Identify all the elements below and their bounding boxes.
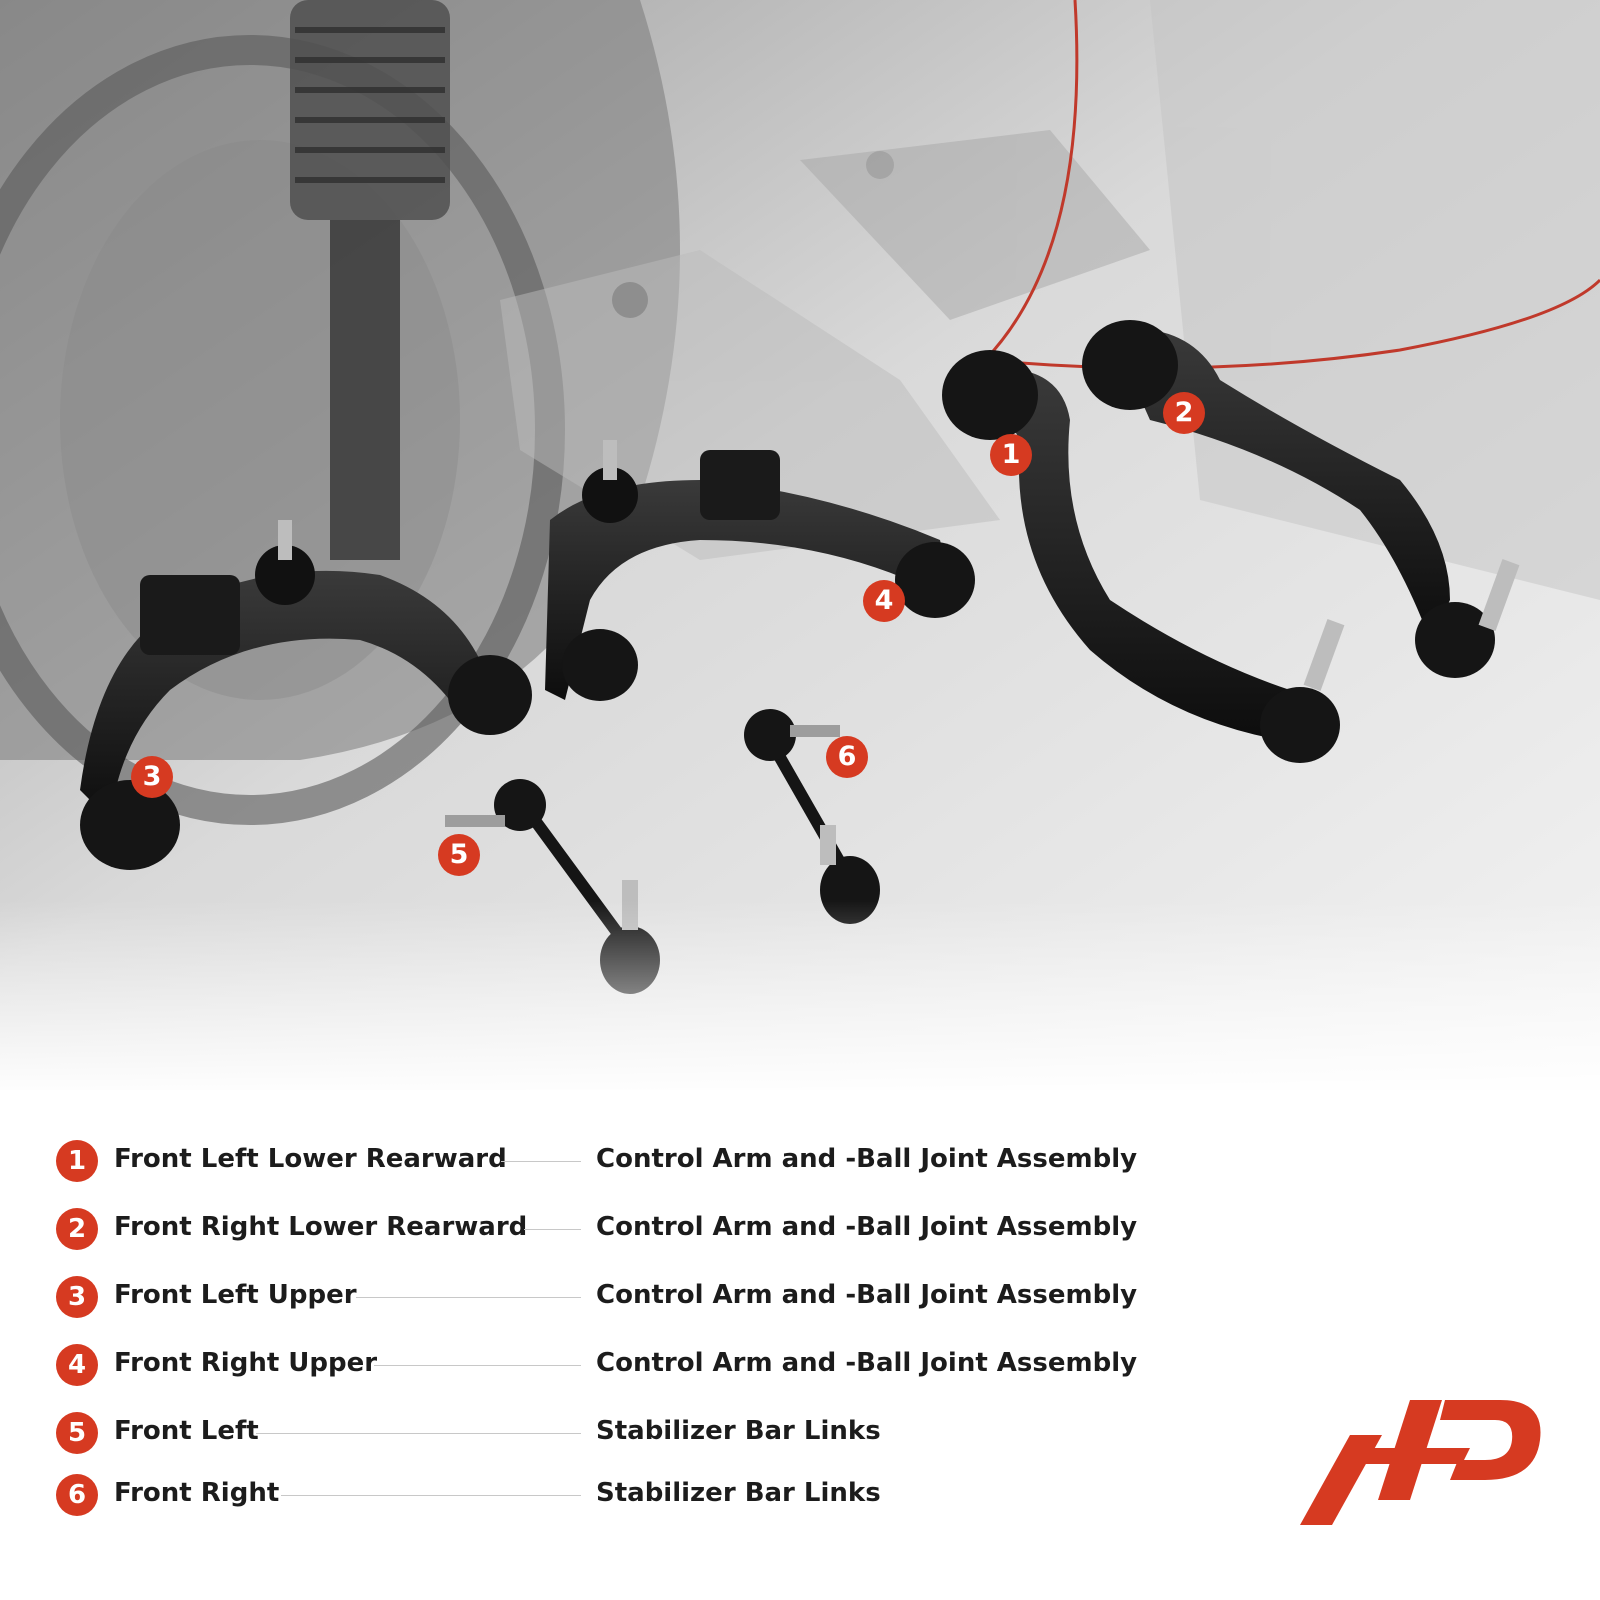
legend-position: Front Left Upper (114, 1280, 357, 1310)
legend-part: Control Arm and -Ball Joint Assembly (596, 1280, 1138, 1310)
callout-marker-6: 6 (826, 736, 868, 778)
callout-marker-3: 3 (131, 756, 173, 798)
legend-badge: 4 (56, 1344, 98, 1386)
stabilizer-link-right (744, 709, 880, 924)
lower-control-arm-left (942, 350, 1345, 763)
legend-position: Front Right Lower Rearward (114, 1212, 528, 1242)
upper-control-arm-left (80, 520, 532, 870)
legend-part: Stabilizer Bar Links (596, 1416, 881, 1446)
legend-part: Control Arm and -Ball Joint Assembly (596, 1144, 1138, 1174)
legend-position: Front Left Lower Rearward (114, 1144, 507, 1174)
strut (290, 0, 450, 560)
legend-divider (281, 1495, 581, 1496)
legend-divider (524, 1229, 581, 1230)
legend-badge: 6 (56, 1474, 98, 1516)
legend-part: Control Arm and -Ball Joint Assembly (596, 1348, 1138, 1378)
callout-marker-2: 2 (1163, 392, 1205, 434)
legend-row: 1 Front Left Lower Rearward Control Arm … (56, 1140, 1156, 1184)
legend-row: 6 Front Right Stabilizer Bar Links (56, 1474, 1156, 1518)
callout-marker-4: 4 (863, 580, 905, 622)
legend-position: Front Right (114, 1478, 280, 1508)
legend-divider (256, 1433, 581, 1434)
legend-divider (374, 1365, 581, 1366)
photo-fade (0, 900, 1600, 1100)
legend-divider (501, 1161, 581, 1162)
legend-divider (356, 1297, 581, 1298)
legend-badge: 1 (56, 1140, 98, 1182)
callout-marker-1: 1 (990, 434, 1032, 476)
legend-part: Control Arm and -Ball Joint Assembly (596, 1212, 1138, 1242)
legend-position: Front Left (114, 1416, 259, 1446)
legend-badge: 2 (56, 1208, 98, 1250)
legend-badge: 3 (56, 1276, 98, 1318)
legend-row: 2 Front Right Lower Rearward Control Arm… (56, 1208, 1156, 1252)
legend-part: Stabilizer Bar Links (596, 1478, 881, 1508)
upper-control-arm-right (545, 440, 975, 701)
legend-row: 3 Front Left Upper Control Arm and -Ball… (56, 1276, 1156, 1320)
legend-row: 5 Front Left Stabilizer Bar Links (56, 1412, 1156, 1456)
legend-badge: 5 (56, 1412, 98, 1454)
legend-position: Front Right Upper (114, 1348, 378, 1378)
callout-marker-5: 5 (438, 834, 480, 876)
legend-row: 4 Front Right Upper Control Arm and -Bal… (56, 1344, 1156, 1388)
ap-logo-icon (1300, 1400, 1541, 1525)
